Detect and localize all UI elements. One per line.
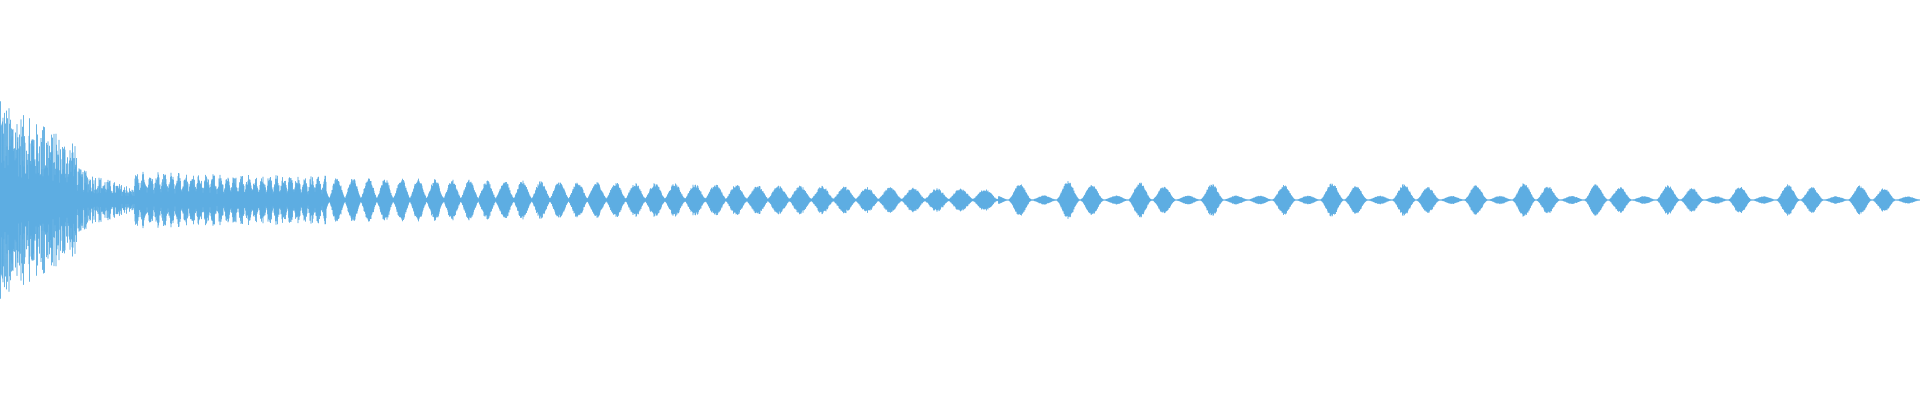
waveform-trace (0, 101, 1920, 299)
waveform-bars (0, 101, 1920, 299)
